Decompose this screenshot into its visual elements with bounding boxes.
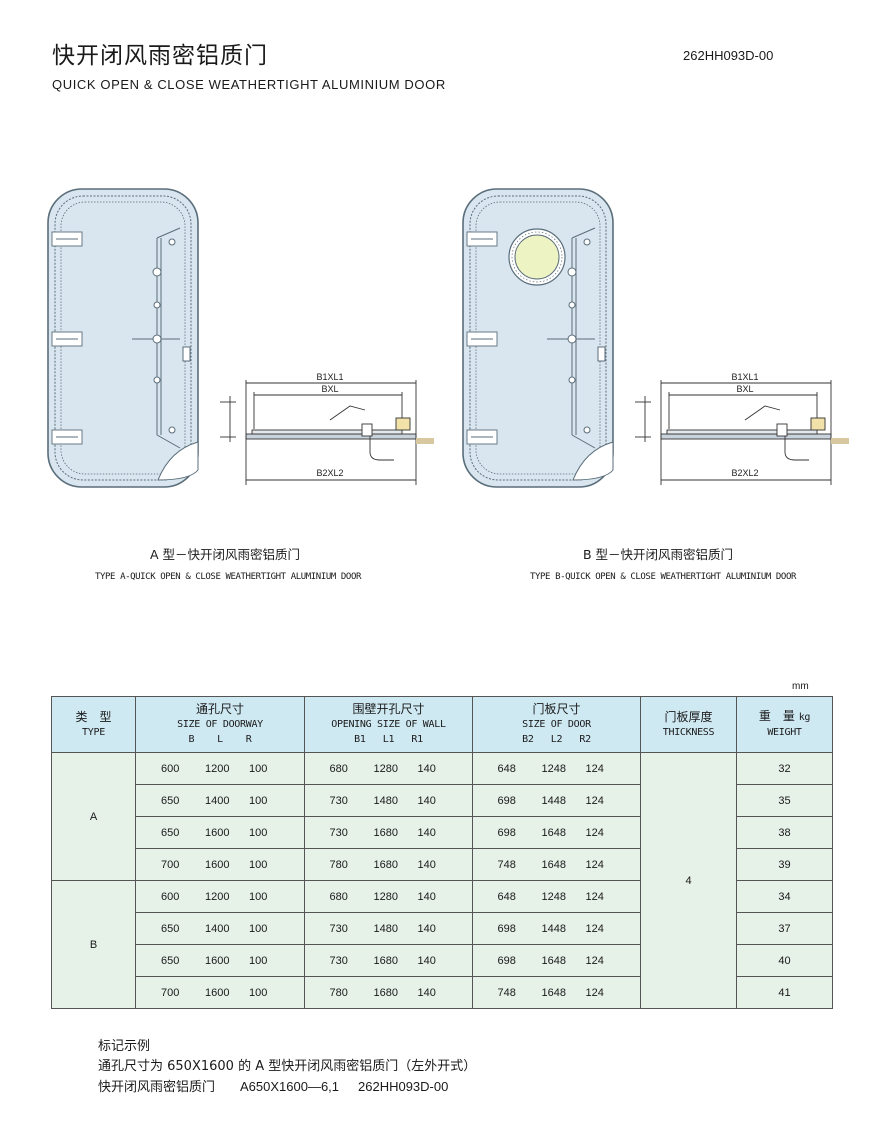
cell-weight: 34	[736, 880, 833, 913]
spec-table: 类 型 TYPE 通孔尺寸 SIZE OF DOORWAY B L R 围壁开孔…	[51, 696, 833, 1009]
door-sill-cutaway	[157, 441, 199, 481]
hinge-icon	[466, 231, 498, 445]
caption-b-en: TYPE B-QUICK OPEN & CLOSE WEATHERTIGHT A…	[530, 572, 796, 582]
dim-b2xl2: B2XL2	[731, 468, 758, 478]
marking-name: 快开闭风雨密铝质门	[98, 1080, 216, 1095]
marking-drawing: 262HH093D-00	[358, 1079, 449, 1094]
page-title-en: QUICK OPEN & CLOSE WEATHERTIGHT ALUMINIU…	[52, 77, 446, 92]
marking-line1: 通孔尺寸为 650X1600 的 A 型快开闭风雨密铝质门（左外开式）	[98, 1059, 477, 1074]
dim-b1xl1: B1XL1	[731, 372, 758, 382]
header-opening: 围壁开孔尺寸 OPENING SIZE OF WALL B1 L1 R1	[304, 696, 473, 753]
cell-weight: 39	[736, 848, 833, 881]
unit-label: mm	[792, 681, 809, 692]
door-sill-cutaway	[572, 441, 614, 481]
dim-bxl: BXL	[736, 384, 753, 394]
caption-b-cn: B 型－快开闭风雨密铝质门	[583, 547, 734, 562]
dim-b1xl1: B1XL1	[316, 372, 343, 382]
dim-bxl: BXL	[321, 384, 338, 394]
marking-line2: 快开闭风雨密铝质门 A650X1600—6,1 262HH093D-00	[98, 1077, 476, 1098]
cell-type: A	[51, 752, 136, 881]
header-type: 类 型 TYPE	[51, 696, 136, 753]
marking-heading: 标记示例	[98, 1039, 151, 1054]
marking-example: 标记示例 通孔尺寸为 650X1600 的 A 型快开闭风雨密铝质门（左外开式）…	[98, 1037, 476, 1098]
latch-linkage	[547, 227, 606, 449]
door-drawing-b: B1XL1 BXL B2XL2	[462, 188, 849, 488]
header-doorway: 通孔尺寸 SIZE OF DOORWAY B L R	[135, 696, 305, 753]
latch-linkage	[132, 227, 191, 449]
drawing-number: 262HH093D-00	[683, 48, 774, 63]
porthole-icon	[508, 228, 566, 286]
hinge-icon	[51, 231, 83, 445]
table-header-row: 类 型 TYPE 通孔尺寸 SIZE OF DOORWAY B L R 围壁开孔…	[51, 696, 833, 753]
cell-weight: 32	[736, 752, 833, 785]
section-view	[635, 380, 849, 485]
caption-a-en: TYPE A-QUICK OPEN & CLOSE WEATHERTIGHT A…	[95, 572, 361, 582]
cell-weight: 35	[736, 784, 833, 817]
page-title-cn: 快开闭风雨密铝质门	[52, 43, 268, 69]
dim-b2xl2: B2XL2	[316, 468, 343, 478]
figure-type-a: B1XL1 BXL B2XL2	[40, 180, 440, 500]
header-thickness: 门板厚度 THICKNESS	[640, 696, 737, 753]
cell-thickness: 4	[640, 752, 737, 1009]
cell-weight: 37	[736, 912, 833, 945]
cell-weight: 38	[736, 816, 833, 849]
cell-weight: 41	[736, 976, 833, 1009]
header-door: 门板尺寸 SIZE OF DOOR B2 L2 R2	[472, 696, 641, 753]
header-weight: 重 量 kg WEIGHT	[736, 696, 833, 753]
marking-code: A650X1600—6,1	[240, 1079, 340, 1094]
cell-type: B	[51, 880, 136, 1009]
section-view	[220, 380, 434, 485]
cell-weight: 40	[736, 944, 833, 977]
figure-type-b: B1XL1 BXL B2XL2	[455, 180, 855, 500]
caption-a-cn: A 型－快开闭风雨密铝质门	[150, 547, 301, 562]
door-drawing-a: B1XL1 BXL B2XL2	[47, 188, 434, 488]
